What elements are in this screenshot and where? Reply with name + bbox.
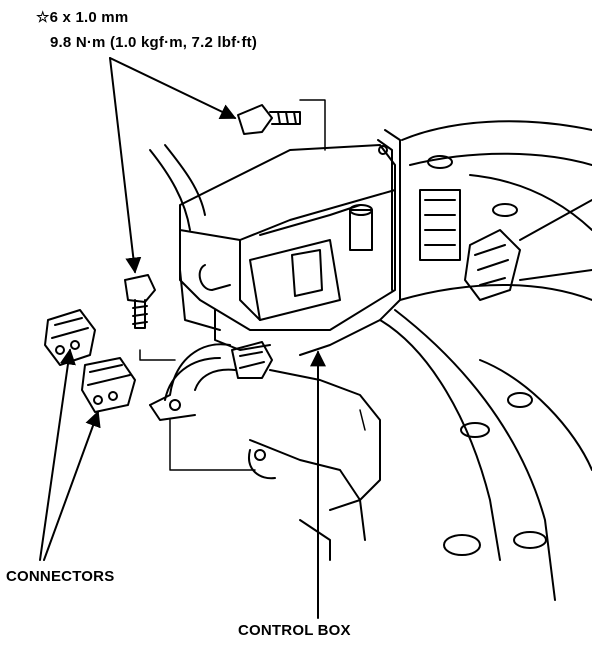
engine-bay-background bbox=[149, 120, 592, 601]
bolt-size-label: ☆6 x 1.0 mm bbox=[36, 9, 129, 26]
connector-lower bbox=[81, 357, 136, 413]
connectors-label: CONNECTORS bbox=[6, 568, 115, 585]
bolt-upper bbox=[237, 104, 301, 135]
wire-clamp bbox=[149, 343, 236, 421]
bolt-torque-label: 9.8 N·m (1.0 kgf·m, 7.2 lbf·ft) bbox=[50, 34, 258, 51]
control-box-body bbox=[179, 144, 396, 351]
bolt-lower bbox=[124, 274, 156, 329]
harness-plug bbox=[231, 341, 273, 379]
pointer-arrows bbox=[39, 57, 326, 619]
control-box-label: CONTROL BOX bbox=[238, 622, 351, 639]
callout-lines bbox=[139, 99, 366, 471]
mounting-bracket bbox=[179, 129, 401, 561]
